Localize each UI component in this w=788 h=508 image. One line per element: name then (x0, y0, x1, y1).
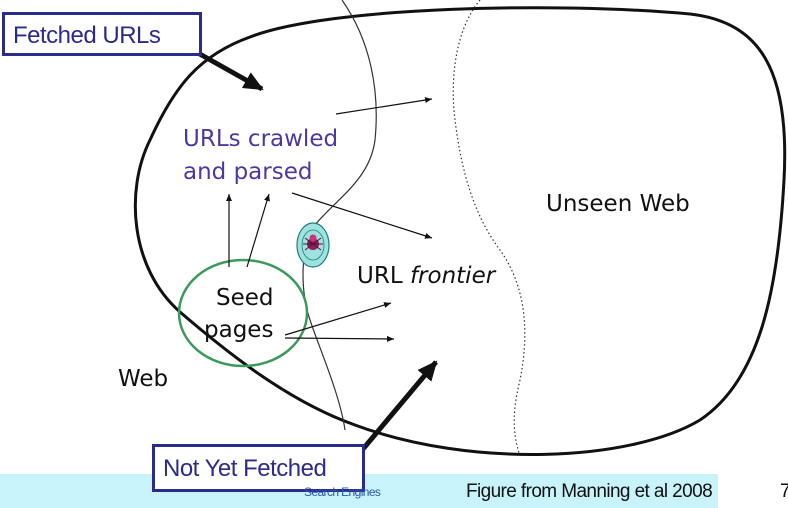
unseen-boundary (452, 0, 526, 457)
web-boundary (133, 6, 787, 456)
not-yet-fetched-label: Not Yet Fetched (152, 444, 365, 492)
arrow-crawled-to-frontier (291, 192, 433, 239)
frontier-italic: frontier (409, 263, 496, 289)
seed-pages-circle (177, 258, 309, 368)
page-number: 7 (780, 481, 788, 502)
footer-citation: Figure from Manning et al 2008 (466, 481, 713, 502)
web-label: Web (118, 366, 169, 392)
crawled-label-line2: and parsed (183, 159, 313, 185)
arrow-seed-to-crawled-2 (246, 193, 270, 268)
frontier-prefix: URL (357, 263, 410, 289)
crawled-boundary (302, 0, 377, 431)
url-frontier-label: URL frontier (357, 265, 495, 288)
fetched-callout-arrow (196, 50, 264, 92)
crawled-label-line1: URLs crawled (183, 126, 339, 152)
not-fetched-callout-arrow (361, 360, 438, 451)
arrow-seed-to-frontier-1 (284, 302, 392, 336)
arrow-crawled-to-unseen (335, 97, 433, 115)
fetched-urls-label: Fetched URLs (2, 12, 202, 56)
unseen-web-label: Unseen Web (546, 191, 690, 217)
spider-icon (296, 222, 330, 268)
seed-label-line2: pages (204, 317, 274, 343)
arrow-seed-to-frontier-2 (284, 335, 395, 342)
footer-source: Search Engines (304, 485, 381, 499)
seed-label-line1: Seed (216, 285, 274, 311)
